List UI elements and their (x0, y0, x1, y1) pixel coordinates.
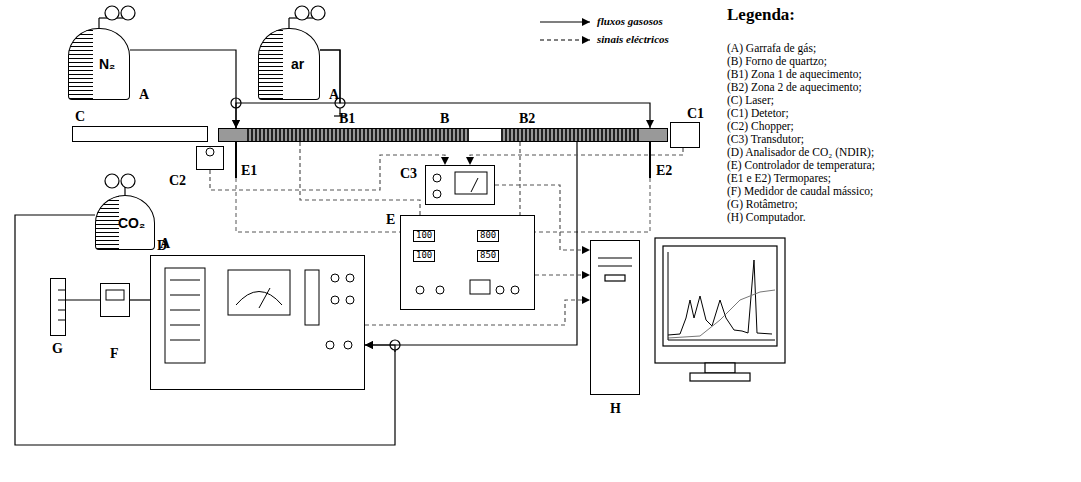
callout-letter: A (139, 87, 149, 102)
signal-connector (519, 142, 520, 215)
callout-letter: H (610, 401, 621, 416)
callout-letter: G (52, 341, 63, 356)
callout-letter: B2 (519, 111, 535, 126)
monitor-plot (668, 252, 775, 340)
gas-connector (66, 299, 100, 300)
display-value: 850 (477, 250, 499, 262)
legend-solid-sample (540, 21, 590, 22)
thermocouple-label: E2 (656, 163, 672, 178)
detector: C1 (670, 122, 700, 148)
legend-item: (F) Medidor de caudal mássico; (727, 185, 873, 198)
callout-letter: B1 (339, 111, 355, 126)
callout-letter: E (386, 212, 395, 227)
chopper-wheel (206, 148, 214, 156)
co2-analyzer: D (150, 255, 365, 390)
signal-connector (495, 185, 590, 250)
gas-connector (130, 299, 150, 300)
furnace-cap (219, 129, 247, 141)
legend-item: (E1 e E2) Termopares; (727, 172, 831, 185)
computer-detail (598, 238, 785, 381)
furnace-cap (641, 129, 667, 141)
heating-zone (247, 129, 469, 141)
legend-item: (C2) Chopper; (727, 120, 794, 133)
legend-item: (D) Analisador de CO₂ (NDIR); (727, 146, 874, 159)
gas-name: N₂ (99, 57, 115, 72)
legend-item: (C1) Detetor; (727, 107, 789, 120)
signal-wire (236, 178, 650, 232)
callout-letter: B (440, 111, 449, 126)
gas-connector (15, 215, 395, 445)
meter-detail (58, 290, 124, 320)
legend-item: (E) Controlador de temperatura; (727, 159, 875, 172)
gas-name: CO₂ (118, 216, 145, 231)
callout-letter: C1 (687, 106, 704, 121)
rotameter: G (50, 278, 66, 336)
display-value: 100 (413, 250, 435, 262)
gas-connector (365, 142, 577, 345)
callout-letter: C2 (169, 173, 186, 188)
display-value: 800 (477, 230, 499, 242)
temperature-controller: E100100800850 (400, 215, 535, 310)
legend-item: (C3) Transdutor; (727, 133, 804, 146)
thermocouple-label: E1 (241, 163, 257, 178)
callout-letter: C3 (400, 166, 417, 181)
display-value: 100 (413, 230, 435, 242)
regulator (99, 6, 325, 195)
legend-item: (B2) Zona 2 de aquecimento; (727, 81, 862, 94)
signal-connector (470, 148, 683, 165)
chopper: C2 (196, 146, 224, 170)
gas-connector (130, 50, 236, 128)
legend-dashed-sample (540, 39, 590, 40)
computer: H (590, 240, 640, 395)
callout-letter: D (157, 238, 167, 253)
callout-letter: F (110, 346, 119, 361)
legend-text: sinais eléctricos (597, 33, 669, 45)
gas-connector (320, 50, 650, 128)
gas-bottle: N₂A (68, 28, 130, 100)
legend-item: (C) Laser; (727, 94, 774, 107)
legend-item: (B) Forno de quartzo; (727, 55, 827, 68)
furnace-middle (469, 129, 501, 141)
callout-letter: A (329, 87, 339, 102)
signal-connector (535, 274, 590, 275)
thermocouple (236, 142, 650, 178)
legend-text: fluxos gasosos (597, 15, 663, 27)
legend-item: (A) Garrafa de gás; (727, 42, 816, 55)
laser: C (72, 126, 208, 142)
gas-name: ar (291, 57, 304, 72)
transducer-detail (433, 172, 487, 198)
mass-flow-meter: F (100, 283, 130, 317)
legend-item: (B1) Zona 1 de aquecimento; (727, 68, 862, 81)
quartz-furnace: B1BB2 (218, 128, 668, 142)
heating-zone (501, 129, 641, 141)
legend-heading: Legenda: (727, 6, 795, 25)
signal-connector (210, 155, 445, 190)
callout-letter: C (75, 109, 85, 124)
gas-bottle: CO₂A (95, 195, 155, 250)
legend-item: (H) Computador. (727, 211, 806, 224)
transducer: C3 (425, 165, 495, 205)
analyzer-detail (165, 268, 354, 363)
controller-detail (416, 280, 519, 294)
gas-bottle: arA (258, 28, 320, 100)
legend-item: (G) Rotâmetro; (727, 198, 798, 211)
signal-connector (365, 300, 590, 325)
signal-connector (300, 142, 420, 215)
